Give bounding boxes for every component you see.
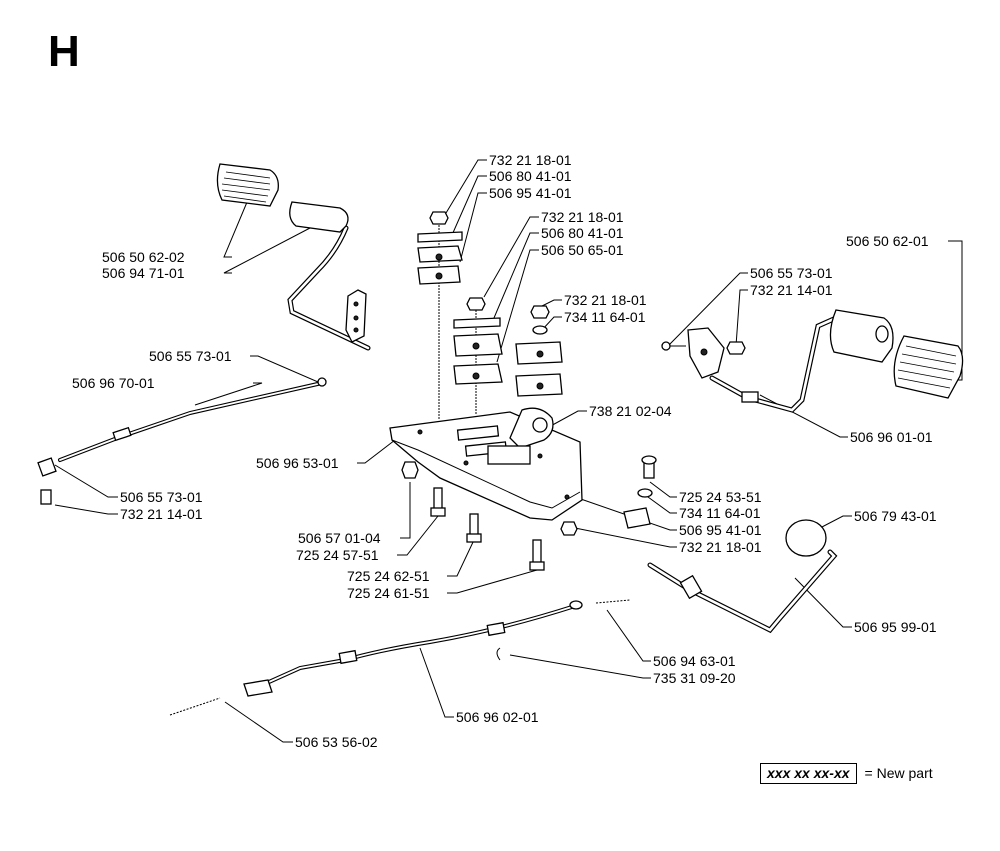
part-label: 506 95 99-01	[854, 619, 937, 635]
part-label: 506 55 73-01	[120, 489, 203, 505]
part-label: 506 95 41-01	[489, 185, 572, 201]
part-label: 506 96 70-01	[72, 375, 155, 391]
part-label: 506 55 73-01	[149, 348, 232, 364]
part-label: 506 96 53-01	[256, 455, 339, 471]
part-label: 506 53 56-02	[295, 734, 378, 750]
legend-text: = New part	[864, 765, 933, 781]
part-label: 506 94 63-01	[653, 653, 736, 669]
left-cable	[37, 377, 327, 505]
part-label: 732 21 18-01	[541, 209, 624, 225]
leader-lines	[54, 159, 963, 743]
part-label: 734 11 64-01	[679, 505, 761, 521]
bolts	[401, 455, 657, 571]
part-label: 506 94 71-01	[102, 265, 185, 281]
part-label: 725 24 57-51	[296, 547, 379, 563]
speed-control-rod	[647, 519, 838, 634]
part-label: 725 24 62-51	[347, 568, 430, 584]
right-pedal-assembly	[661, 309, 964, 413]
part-label: 732 21 18-01	[564, 292, 647, 308]
section-letter: H	[48, 27, 80, 76]
part-label: 506 50 62-01	[846, 233, 929, 249]
part-label: 506 57 01-04	[298, 530, 381, 546]
lower-cable	[169, 599, 631, 716]
legend: xxx xx xx-xx = New part	[760, 762, 933, 784]
part-label: 732 21 18-01	[679, 539, 762, 555]
left-pedal-assembly	[216, 163, 371, 351]
part-label: 506 80 41-01	[541, 225, 624, 241]
part-label: 732 21 18-01	[489, 152, 572, 168]
part-label: 506 79 43-01	[854, 508, 937, 524]
part-label: 506 95 41-01	[679, 522, 762, 538]
part-label: 732 21 14-01	[120, 506, 203, 522]
part-label: 506 96 01-01	[850, 429, 933, 445]
part-label: 725 24 53-51	[679, 489, 762, 505]
part-label: 506 55 73-01	[750, 265, 833, 281]
part-label: 506 96 02-01	[456, 709, 539, 725]
part-label: 506 50 65-01	[541, 242, 624, 258]
part-label: 506 50 62-02	[102, 249, 185, 265]
part-label: 734 11 64-01	[564, 309, 646, 325]
mounting-plate	[389, 407, 583, 521]
legend-code: xxx xx xx-xx	[760, 762, 857, 784]
part-label: 732 21 14-01	[750, 282, 833, 298]
bushing-stacks	[417, 211, 563, 420]
part-label: 735 31 09-20	[653, 670, 736, 686]
part-label: 738 21 02-04	[589, 403, 672, 419]
part-label: 725 24 61-51	[347, 585, 430, 601]
part-label: 506 80 41-01	[489, 168, 572, 184]
